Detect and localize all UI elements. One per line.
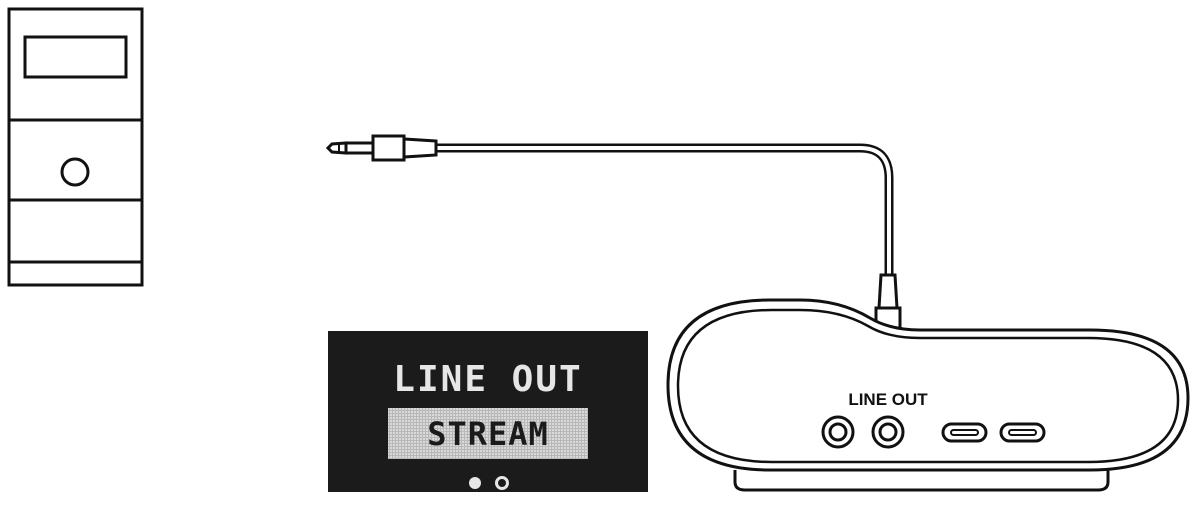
audio-jack-1-icon [821, 415, 855, 449]
receiver-knob [60, 157, 90, 187]
device-ports: LINE OUT [821, 390, 1046, 449]
audio-jack-2-icon [871, 415, 905, 449]
screen-highlight-box [388, 408, 588, 459]
line-out-port-label: LINE OUT [848, 390, 928, 409]
receiver-display-slot [23, 35, 128, 79]
screen-title: LINE OUT [393, 359, 582, 400]
usb-c-port-1-icon [941, 422, 988, 443]
left-plug-icon [325, 134, 438, 162]
oled-screen: LINE OUT STREAM [328, 331, 648, 492]
external-receiver-icon [7, 7, 144, 287]
device-body [666, 298, 1190, 492]
page-dot-inactive [495, 476, 509, 490]
usb-c-port-2-icon [999, 422, 1046, 443]
screen-selected-option: STREAM [427, 415, 549, 453]
page-dot-active [469, 477, 481, 489]
page-indicator [469, 476, 509, 490]
